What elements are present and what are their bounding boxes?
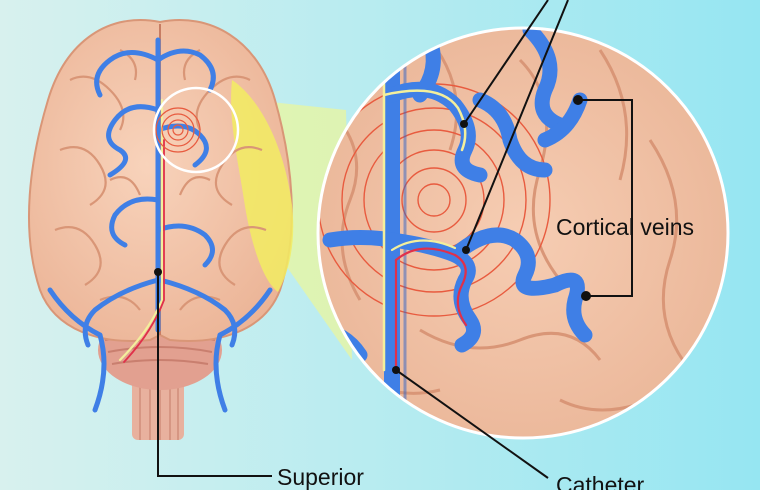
catheter-brain	[118, 98, 165, 363]
leader-dots	[154, 95, 591, 374]
leader-lines	[157, 0, 633, 479]
superior-label: Superior	[277, 464, 364, 490]
target-rings-small	[155, 107, 201, 153]
catheter-zoom	[382, 58, 468, 372]
zoom-circle	[316, 26, 730, 440]
zoom-source-circle	[152, 86, 240, 174]
cortical-veins-label: Cortical veins	[556, 214, 695, 240]
catheter-label: Catheter	[556, 472, 645, 490]
